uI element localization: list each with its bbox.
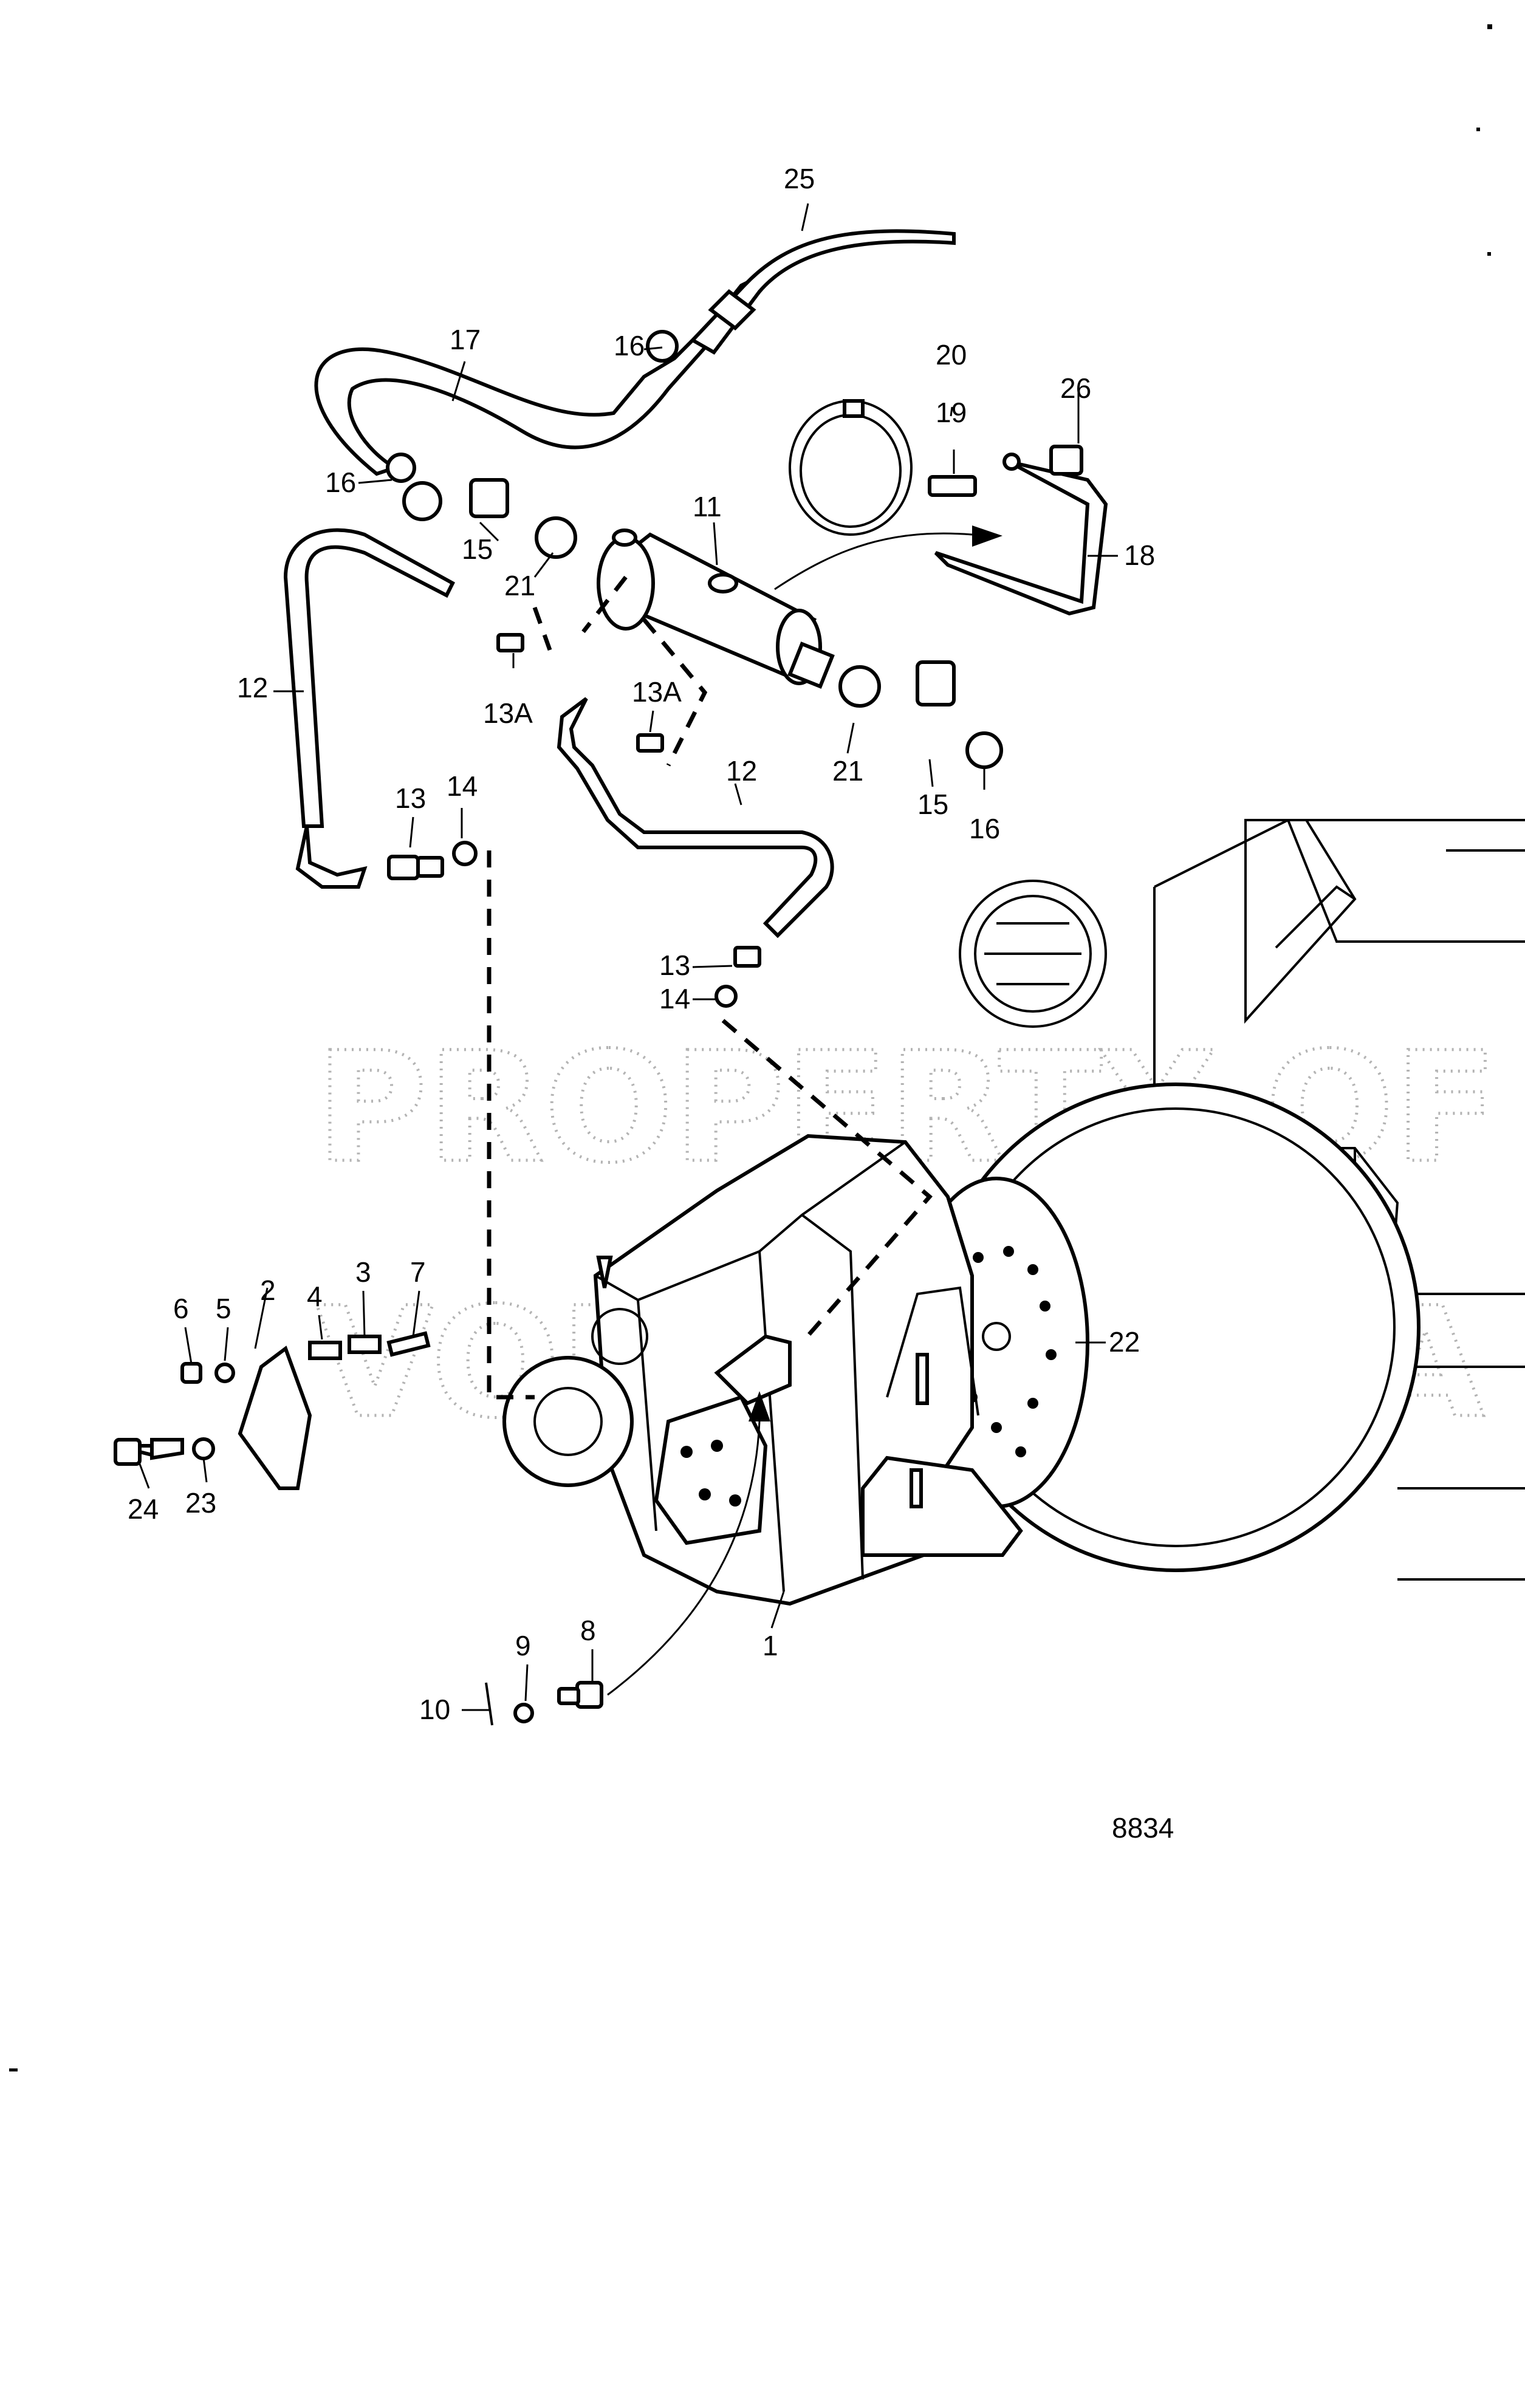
label-18: 18	[1124, 539, 1155, 571]
label-13A-left: 13A	[483, 697, 533, 729]
label-16-top: 16	[614, 330, 645, 361]
heat-exchanger	[597, 528, 835, 689]
label-6: 6	[173, 1293, 189, 1324]
mounting-plate-parts	[114, 1331, 431, 1490]
drawing-number: 8834	[1112, 1812, 1174, 1844]
label-16-right: 16	[969, 813, 1000, 844]
label-13-mid: 13	[659, 949, 690, 981]
label-8: 8	[580, 1615, 596, 1646]
label-1: 1	[762, 1630, 778, 1661]
label-14-top: 14	[447, 770, 478, 802]
label-24: 24	[128, 1493, 159, 1525]
arrows	[607, 525, 1002, 1696]
label-7: 7	[410, 1256, 426, 1288]
label-12-right: 12	[726, 755, 757, 787]
engine-block	[959, 819, 1525, 1581]
oil-pipes	[283, 528, 834, 939]
label-19: 19	[936, 397, 967, 428]
label-13-top: 13	[395, 782, 426, 814]
fittings	[386, 330, 1083, 1008]
label-2: 2	[260, 1274, 276, 1306]
hose-clamp-20	[789, 399, 913, 536]
part-labels: 25 17 16 20 19 26 16 11 15 21 18 12 13A …	[128, 163, 1155, 1725]
dashed-connections	[487, 575, 933, 1400]
edge-marks	[9, 24, 1492, 2071]
label-16-left: 16	[325, 467, 356, 498]
label-23: 23	[185, 1487, 216, 1519]
drain-plug-parts	[485, 1681, 603, 1726]
label-22: 22	[1109, 1326, 1140, 1358]
hoses	[314, 229, 956, 476]
label-17: 17	[450, 324, 481, 355]
label-3: 3	[355, 1256, 371, 1288]
label-25: 25	[784, 163, 815, 194]
reverse-gear-housing	[502, 1134, 1023, 1606]
label-10: 10	[419, 1694, 450, 1725]
label-21-right: 21	[832, 755, 863, 787]
label-4: 4	[307, 1281, 323, 1312]
label-12-left: 12	[237, 672, 268, 703]
leader-lines	[139, 203, 1118, 1711]
bracket	[934, 460, 1108, 616]
label-9: 9	[515, 1630, 531, 1661]
label-26: 26	[1060, 372, 1091, 404]
label-21-left: 21	[504, 570, 535, 601]
label-11: 11	[693, 491, 722, 522]
label-15-left: 15	[462, 533, 493, 565]
label-15-right: 15	[917, 788, 948, 820]
label-20: 20	[936, 339, 967, 371]
label-5: 5	[216, 1293, 231, 1324]
label-14-mid: 14	[659, 983, 690, 1014]
label-13A-right: 13A	[632, 676, 682, 708]
